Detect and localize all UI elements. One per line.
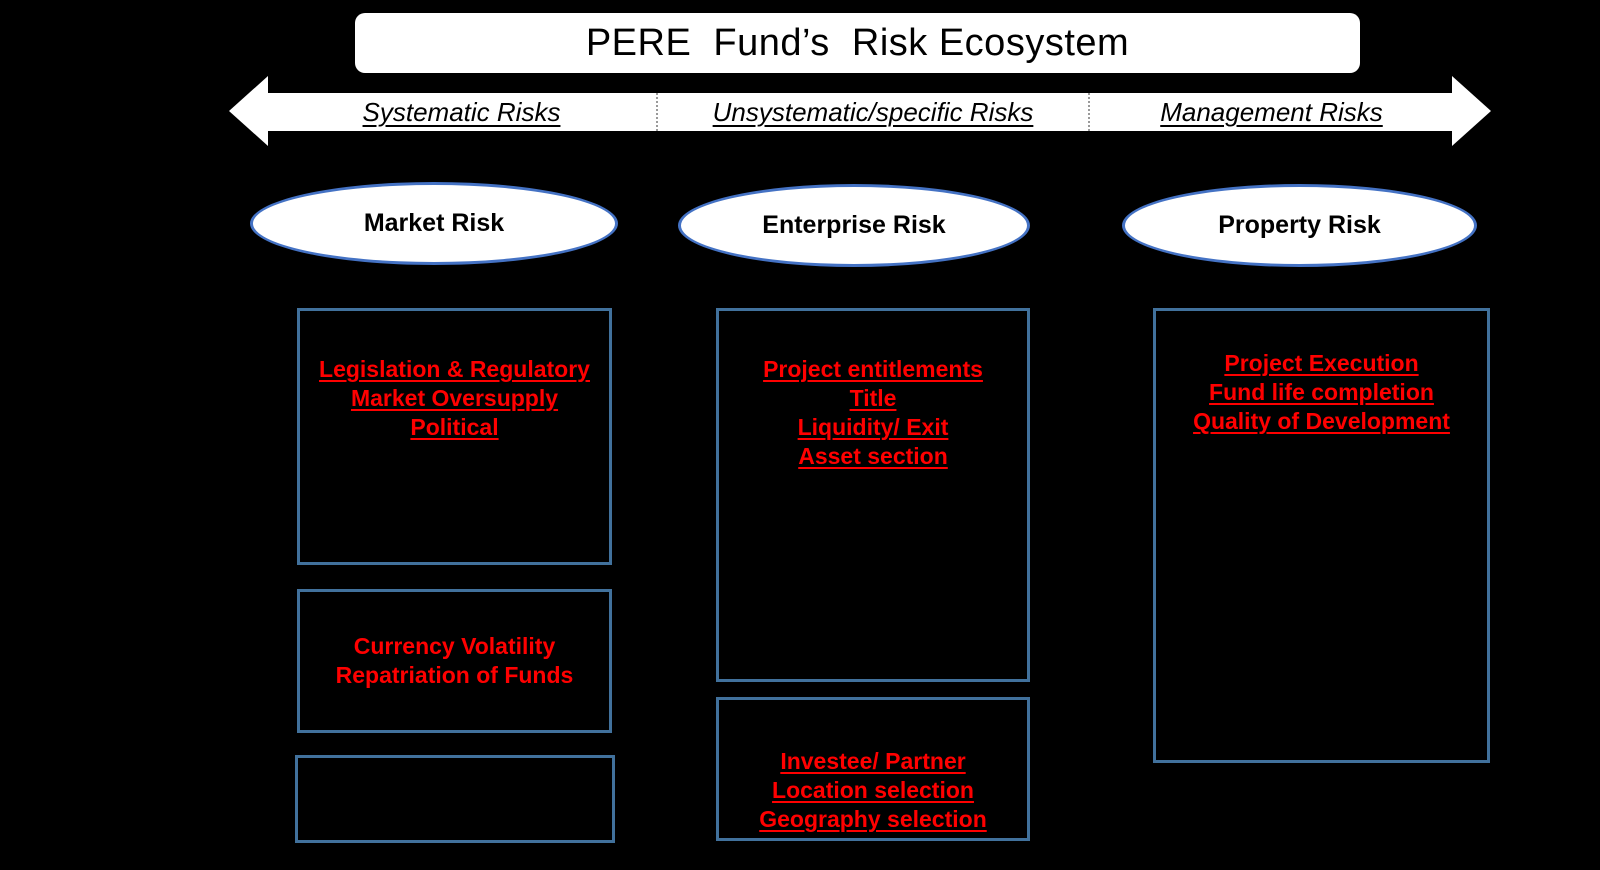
risk-item: Quality of Development <box>1193 408 1450 434</box>
market-risk-label: Market Risk <box>363 209 505 237</box>
enterprise-risk-label: Enterprise Risk <box>762 211 946 239</box>
risk-item: Market Oversupply <box>350 385 559 411</box>
risk-item: Project Execution <box>1224 350 1419 376</box>
risk-item: Fund life completion <box>1209 379 1434 405</box>
left-arrowhead-icon <box>229 76 268 146</box>
property-risk-ellipse: Property Risk <box>1122 184 1477 267</box>
risk-spectrum-arrow: Systematic Risks Unsystematic/specific R… <box>267 93 1453 131</box>
axis-segment-management: Management Risks <box>1090 93 1453 131</box>
enterprise-risk-ellipse: Enterprise Risk <box>678 184 1030 267</box>
title-banner: PERE Fund’s Risk Ecosystem <box>355 13 1360 73</box>
right-arrowhead-icon <box>1452 76 1491 146</box>
axis-label-systematic: Systematic Risks <box>362 96 561 127</box>
axis-segment-systematic: Systematic Risks <box>267 93 656 131</box>
market-risk-ellipse: Market Risk <box>250 182 618 265</box>
risk-item: Political <box>410 414 499 440</box>
risk-item: Location selection <box>772 777 974 803</box>
axis-segment-unsystematic: Unsystematic/specific Risks <box>656 93 1090 131</box>
risk-item: Legislation & Regulatory <box>319 356 590 382</box>
risk-item: Liquidity/ Exit <box>797 414 949 440</box>
market-empty-box <box>295 755 615 843</box>
axis-label-unsystematic: Unsystematic/specific Risks <box>712 96 1034 127</box>
property-risk-label: Property Risk <box>1218 211 1381 239</box>
page-title: PERE Fund’s Risk Ecosystem <box>585 21 1130 64</box>
risk-item: Asset section <box>798 443 948 469</box>
risk-item: Geography selection <box>759 806 987 832</box>
axis-label-management: Management Risks <box>1160 96 1383 127</box>
risk-item: Investee/ Partner <box>780 748 966 774</box>
risk-item: Project entitlements <box>763 356 983 382</box>
risk-item: Title <box>849 385 897 411</box>
risk-item: Repatriation of Funds <box>335 662 574 688</box>
risk-item: Currency Volatility <box>353 633 556 659</box>
